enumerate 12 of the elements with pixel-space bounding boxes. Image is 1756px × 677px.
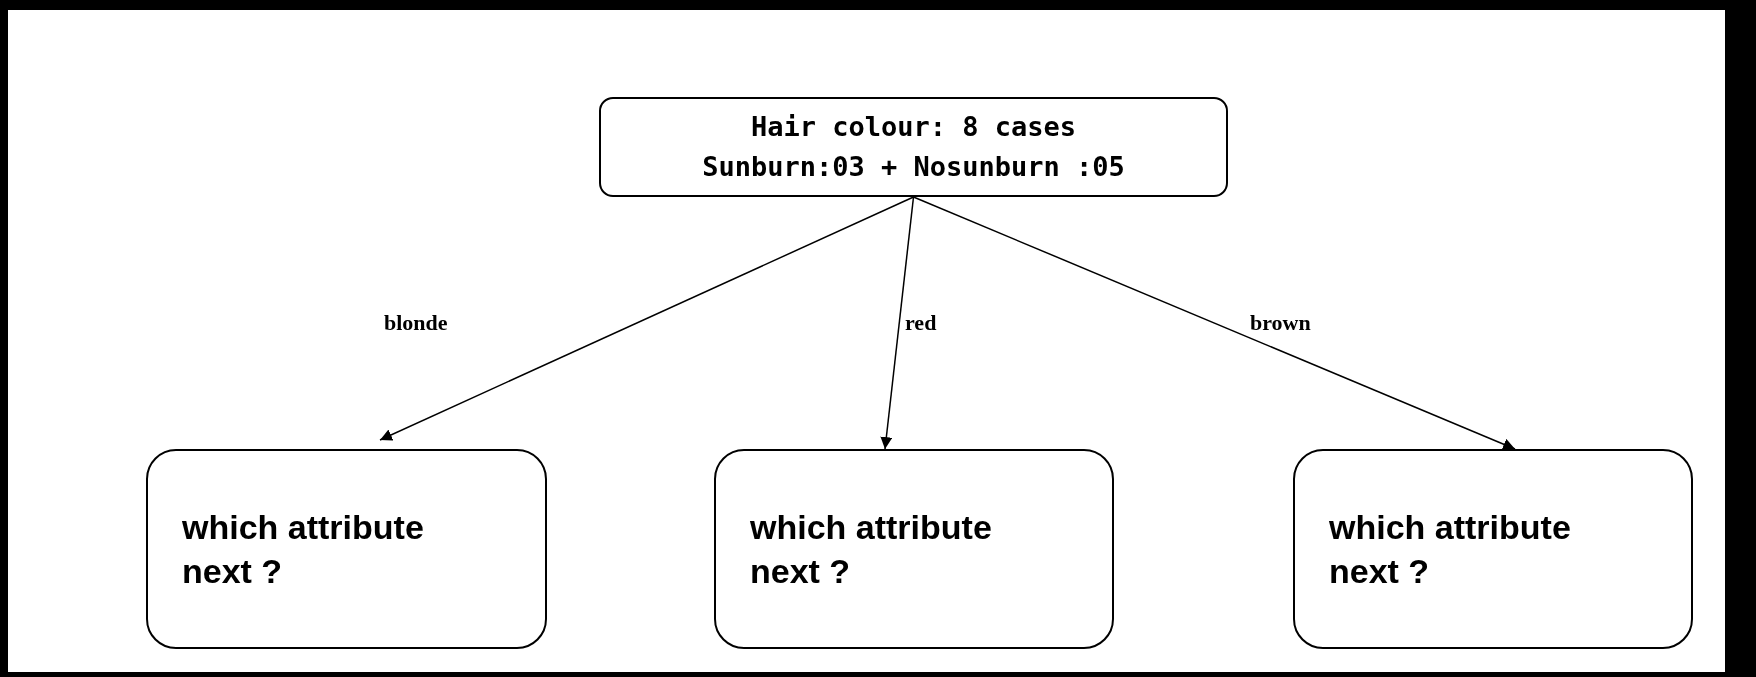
arrow (880, 196, 915, 450)
leaf-box (714, 449, 1114, 649)
question-text: which attribute next ? (182, 507, 425, 592)
node-text: Hair colour: 8 cases (750, 110, 1077, 144)
node-text: Sunburn:03 + Nosunburn :05 (702, 150, 1125, 184)
arrow (379, 196, 915, 441)
question-text: which attribute next ? (750, 507, 993, 592)
leaf-box (146, 449, 547, 649)
question-text: which attribute next ? (1329, 507, 1572, 592)
leaf-box (1293, 449, 1693, 649)
decision-box (599, 97, 1228, 197)
arrow (912, 196, 1516, 450)
